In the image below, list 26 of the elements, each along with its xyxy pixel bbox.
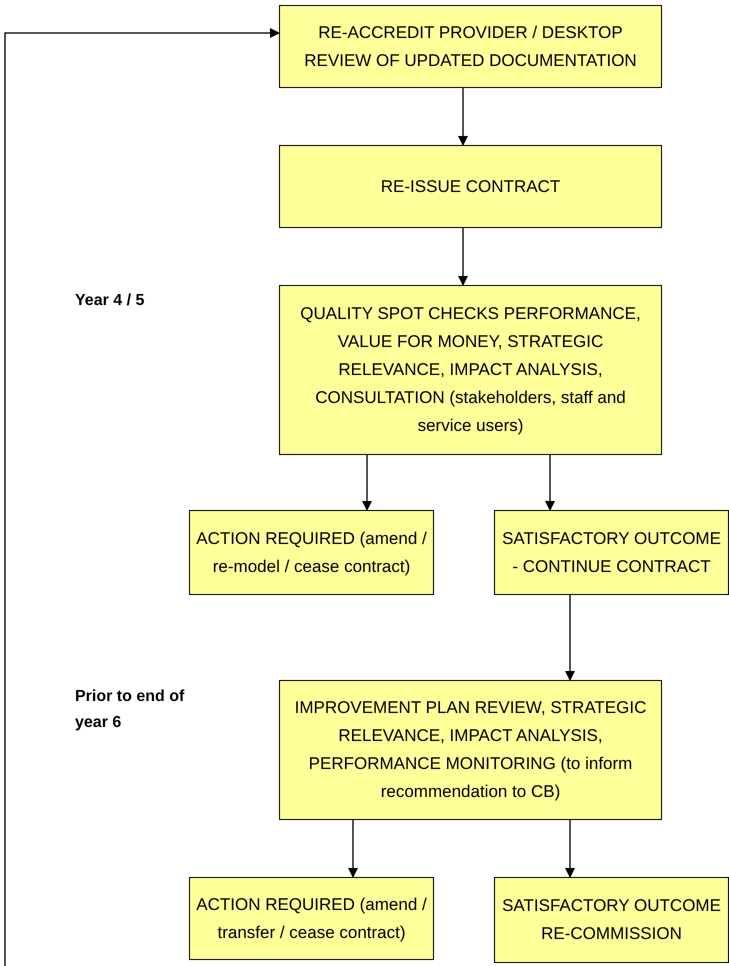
process-box	[494, 877, 729, 963]
arrow	[545, 455, 555, 511]
box-text: SATISFACTORY OUTCOME - CONTINUE CONTRACT	[501, 528, 722, 578]
arrow	[362, 455, 372, 511]
arrow	[565, 820, 575, 878]
box-text: RE-ACCREDIT PROVIDER / DESKTOP REVIEW OF UPDATED DOCUMENTATION	[303, 22, 638, 72]
arrow	[348, 820, 358, 878]
box-text: IMPROVEMENT PLAN REVIEW, STRATEGIC RELEVANCE, IMPACT ANALYSIS, PERFORMANCE MONITORING (to inform recommendation to CB)	[294, 697, 648, 803]
process-box	[279, 285, 662, 455]
box-text: RE-ISSUE CONTRACT	[380, 176, 560, 198]
process-box	[279, 680, 662, 820]
box-text: ACTION REQUIRED (amend / transfer / cease contract)	[195, 894, 428, 944]
arrow	[458, 88, 468, 146]
process-box	[189, 877, 434, 960]
process-box	[494, 510, 729, 595]
box-text: SATISFACTORY OUTCOME RE-COMMISSION	[501, 895, 722, 945]
box-text: ACTION REQUIRED (amend / re-model / cease contract)	[195, 528, 428, 578]
process-box	[279, 145, 662, 228]
box-text: QUALITY SPOT CHECKS PERFORMANCE, VALUE FOR MONEY, STRATEGIC RELEVANCE, IMPACT ANALYSIS, CONSULTATION (stakeholders, staff and service users)	[299, 303, 642, 437]
stage-label: Year 4 / 5	[75, 291, 146, 311]
arrow	[565, 595, 575, 681]
arrow	[458, 228, 468, 286]
arrow	[4, 28, 280, 966]
stage-label: Prior to end of year 6	[75, 687, 186, 733]
process-box	[279, 5, 662, 88]
process-box	[189, 510, 434, 595]
